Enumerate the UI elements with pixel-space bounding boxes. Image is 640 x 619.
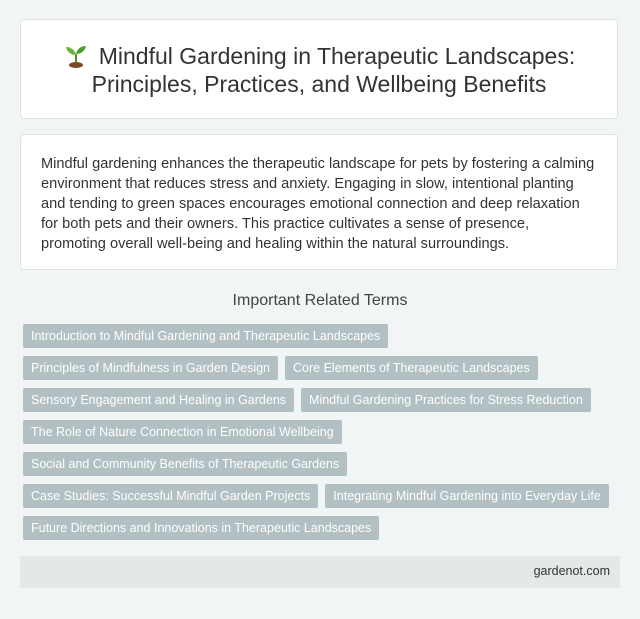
related-term-tag[interactable]: Social and Community Benefits of Therape… <box>23 452 348 476</box>
tag-row: Introduction to Mindful Gardening and Th… <box>23 324 603 348</box>
related-term-tag[interactable]: Core Elements of Therapeutic Landscapes <box>285 356 538 380</box>
tag-row: The Role of Nature Connection in Emotion… <box>23 420 603 444</box>
tag-row: Social and Community Benefits of Therape… <box>23 452 603 476</box>
related-terms-heading: Important Related Terms <box>232 292 408 309</box>
title-line-2: Principles, Practices, and Wellbeing Ben… <box>91 71 547 97</box>
related-term-tag[interactable]: The Role of Nature Connection in Emotion… <box>23 420 342 444</box>
tag-row: Case Studies: Successful Mindful Garden … <box>23 484 609 508</box>
seedling-icon <box>65 46 86 68</box>
description-card: Mindful gardening enhances the therapeut… <box>20 134 618 270</box>
tag-row: Sensory Engagement and Healing in Garden… <box>23 388 603 412</box>
related-term-tag[interactable]: Principles of Mindfulness in Garden Desi… <box>23 356 279 380</box>
title-card: Mindful Gardening in Therapeutic Landsca… <box>20 19 618 119</box>
related-term-tag[interactable]: Introduction to Mindful Gardening and Th… <box>23 324 389 348</box>
footer-site-link[interactable]: gardenot.com <box>533 564 610 578</box>
title-line-1: Mindful Gardening in Therapeutic Landsca… <box>98 43 576 69</box>
related-term-tag[interactable]: Case Studies: Successful Mindful Garden … <box>23 484 319 508</box>
related-term-tag[interactable]: Sensory Engagement and Healing in Garden… <box>23 388 295 412</box>
related-term-tag[interactable]: Integrating Mindful Gardening into Every… <box>325 484 609 508</box>
related-term-tag[interactable]: Mindful Gardening Practices for Stress R… <box>301 388 591 412</box>
tag-row: Principles of Mindfulness in Garden Desi… <box>23 356 603 380</box>
footer: gardenot.com <box>20 556 620 588</box>
related-terms-list: Introduction to Mindful Gardening and Th… <box>23 324 609 548</box>
page-title: Mindful Gardening in Therapeutic Landsca… <box>21 42 617 98</box>
tag-row: Future Directions and Innovations in The… <box>23 516 603 540</box>
related-term-tag[interactable]: Future Directions and Innovations in The… <box>23 516 380 540</box>
description-text: Mindful gardening enhances the therapeut… <box>41 156 595 252</box>
